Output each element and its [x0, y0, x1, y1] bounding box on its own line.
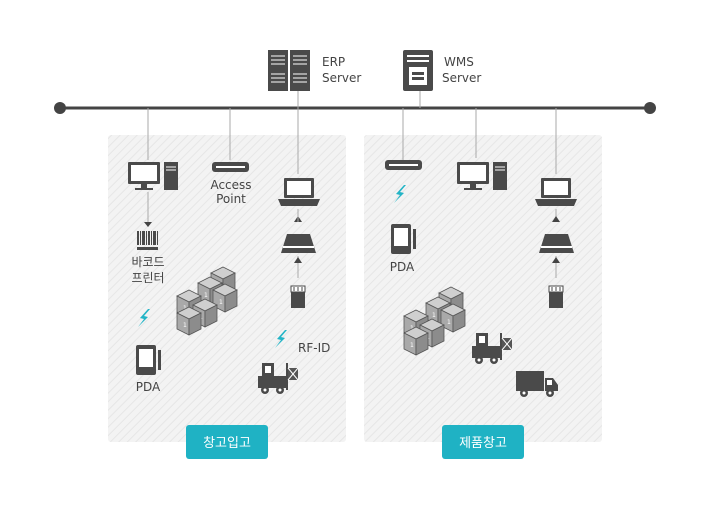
delivery-truck-icon — [516, 371, 558, 397]
bus-connectors — [147, 91, 557, 174]
barcode-printer-label-line2: 프린터 — [131, 271, 164, 285]
access-point-icon — [212, 162, 249, 172]
access-point-icon — [385, 160, 422, 170]
rfid-reader-icon — [281, 234, 316, 253]
rfid-reader-icon — [539, 234, 574, 253]
bus-endpoint-left — [54, 102, 66, 114]
warehouse-inbound-button[interactable]: 창고입고 — [186, 425, 268, 459]
erp-server-icon — [268, 50, 310, 91]
product-warehouse-panel — [364, 135, 602, 442]
wms-label-line1: WMS — [444, 55, 474, 69]
forklift-icon — [258, 363, 299, 394]
pda-label: PDA — [136, 380, 161, 394]
rfid-tag-icon — [548, 285, 564, 308]
pda-label: PDA — [390, 260, 415, 274]
barcode-printer-icon — [137, 231, 158, 250]
product-warehouse-button-label: 제품창고 — [459, 436, 507, 451]
wms-server-icon — [403, 50, 433, 91]
erp-label-line2: Server — [322, 71, 361, 85]
rfid-label: RF-ID — [298, 341, 330, 355]
product-warehouse-button[interactable]: 제품창고 — [442, 425, 524, 459]
access-point-label-line1: Access — [210, 178, 251, 192]
laptop-icon — [535, 178, 577, 206]
pda-icon — [391, 224, 416, 254]
desktop-pc-icon — [128, 162, 178, 190]
rfid-tag-icon — [290, 285, 306, 308]
desktop-pc-icon — [457, 162, 507, 190]
erp-label-line1: ERP — [322, 55, 345, 69]
access-point-label-line2: Point — [216, 192, 246, 206]
laptop-icon — [278, 178, 320, 206]
wms-label-line2: Server — [442, 71, 481, 85]
pda-icon — [136, 345, 161, 375]
bus-endpoint-right — [644, 102, 656, 114]
forklift-icon — [472, 333, 513, 364]
warehouse-inbound-button-label: 창고입고 — [203, 436, 251, 451]
barcode-printer-label-line1: 바코드 — [131, 255, 164, 269]
